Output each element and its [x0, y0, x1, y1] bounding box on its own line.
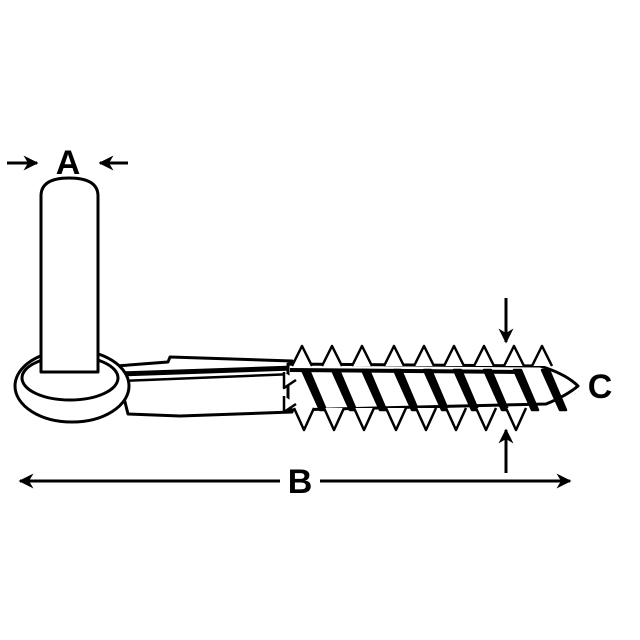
- thread-tooth-top: [472, 344, 496, 367]
- thread-tooth-top: [502, 344, 526, 367]
- dimension-c: C: [498, 298, 613, 473]
- thread-tooth-bottom: [352, 407, 376, 432]
- thread-tooth-top: [320, 344, 344, 367]
- thread-tooth-bottom: [474, 407, 498, 432]
- thread-tooth-top: [442, 344, 466, 367]
- thread-tooth-bottom: [444, 407, 468, 432]
- thread-tooth-bottom: [414, 407, 438, 432]
- dimension-b: B: [18, 463, 572, 501]
- thread-tooth-top: [290, 344, 314, 367]
- thread-start-tick: [282, 372, 297, 390]
- dimension-label-a: A: [56, 144, 81, 182]
- thread-tooth-top: [382, 344, 406, 367]
- thread-tooth-top: [530, 344, 554, 367]
- thread-tooth-bottom: [384, 407, 408, 432]
- thread-tooth-top: [350, 344, 374, 367]
- thread-tooth-bottom: [322, 407, 346, 432]
- thread-tooth-top: [412, 344, 436, 367]
- thread-tooth-bottom: [292, 407, 316, 432]
- hook-shank: [114, 355, 295, 418]
- hook-pin: [39, 176, 100, 374]
- dimension-label-c: C: [588, 368, 613, 406]
- screw-thread: [282, 344, 580, 432]
- dimension-a: A: [7, 144, 128, 182]
- thread-crest: [540, 368, 568, 412]
- thread-tooth-bottom: [504, 407, 528, 432]
- thread-start-tick: [282, 396, 297, 414]
- dimension-label-b: B: [288, 463, 313, 501]
